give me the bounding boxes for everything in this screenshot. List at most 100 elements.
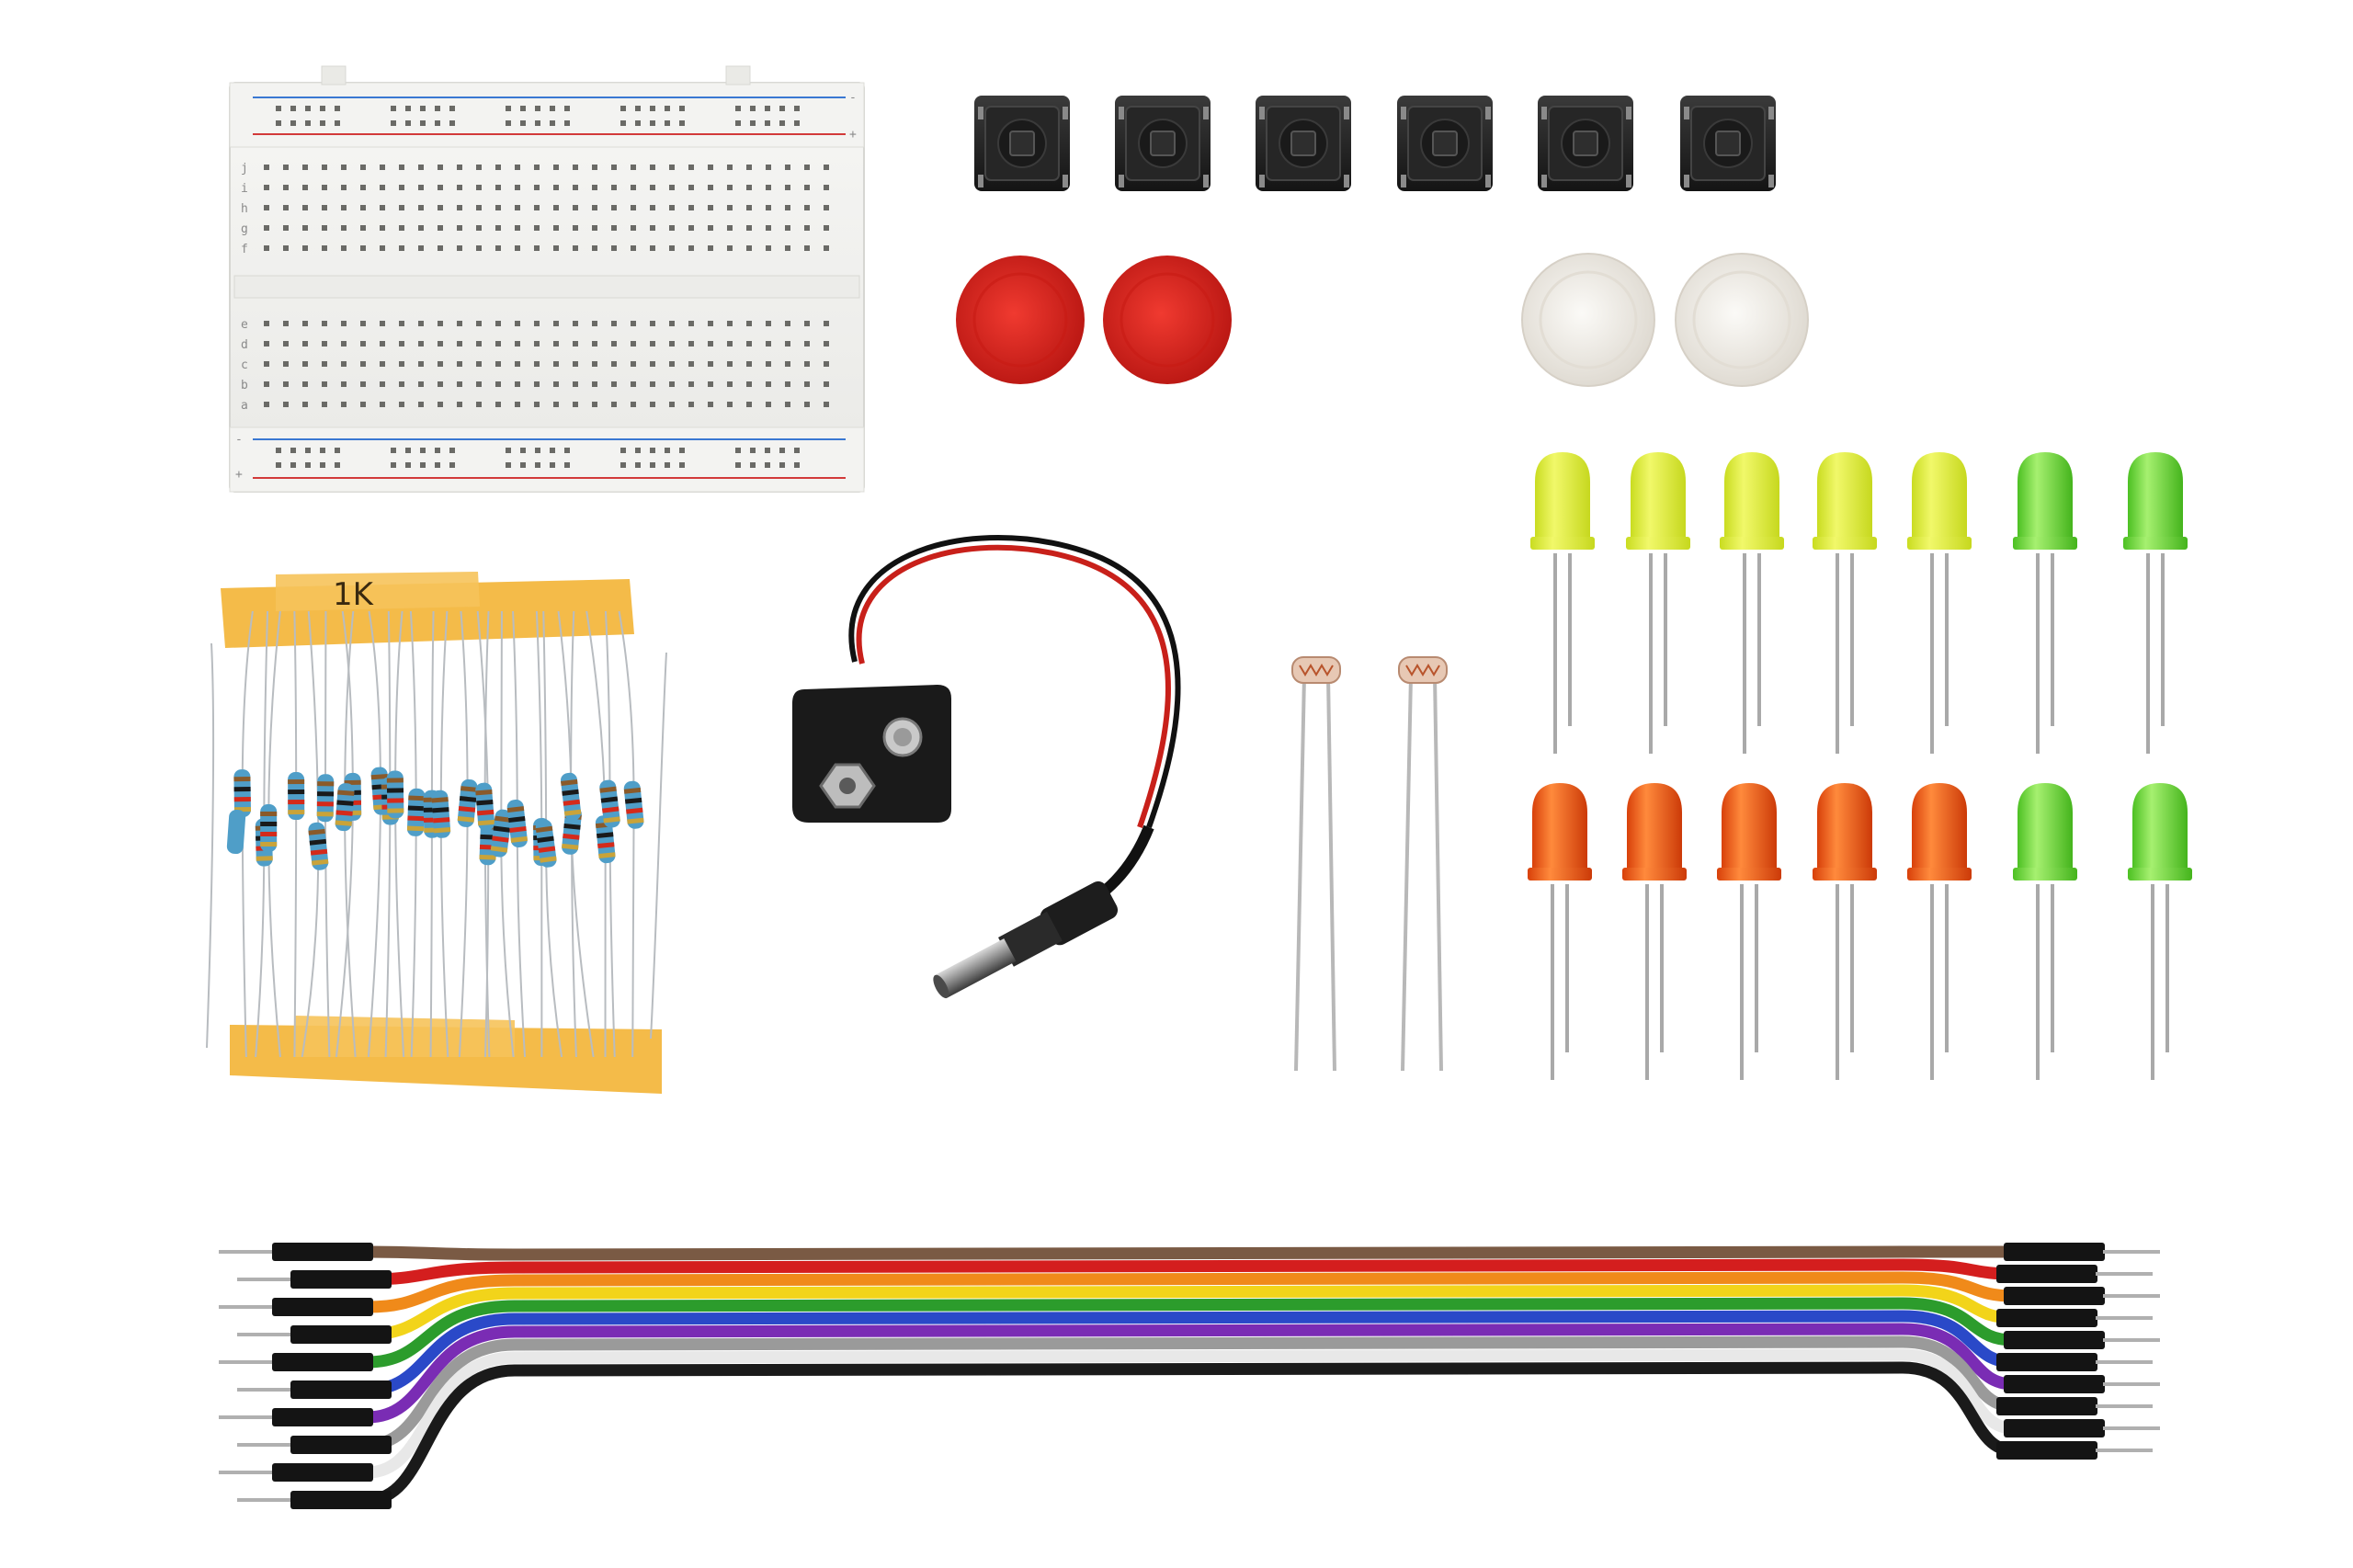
breadboard-hole (515, 381, 520, 387)
breadboard-hole (611, 185, 617, 190)
breadboard-hole (264, 165, 269, 170)
rail-hole (794, 120, 800, 126)
breadboard-hole (804, 245, 810, 251)
breadboard-hole (322, 185, 327, 190)
rail-hole (679, 448, 685, 453)
breadboard-hole (399, 381, 404, 387)
breadboard-hole (688, 205, 694, 210)
breadboard-hole (553, 185, 559, 190)
rail-hole (391, 462, 396, 468)
breadboard-hole (688, 321, 694, 326)
rail-hole (765, 120, 770, 126)
breadboard-hole (631, 225, 636, 231)
breadboard-hole (264, 361, 269, 367)
rail-hole (750, 448, 756, 453)
photoresistor (1291, 656, 1341, 1072)
rail-hole (506, 448, 511, 453)
rail-hole (650, 462, 655, 468)
rail-hole (405, 120, 411, 126)
rail-hole (794, 106, 800, 111)
breadboard-hole (341, 402, 347, 407)
breadboard-hole (631, 185, 636, 190)
rail-hole (635, 462, 641, 468)
breadboard-hole (341, 341, 347, 347)
breadboard-hole (727, 165, 733, 170)
led-grid (1528, 452, 2192, 1080)
breadboard-hole (360, 381, 366, 387)
breadboard-hole (457, 321, 462, 326)
jumper-pin-left (219, 1243, 373, 1261)
breadboard-hole (611, 225, 617, 231)
breadboard-hole (534, 225, 540, 231)
jumper-pin-right (1996, 1309, 2153, 1327)
breadboard-hole (399, 165, 404, 170)
breadboard-hole (592, 361, 597, 367)
breadboard-hole (283, 402, 289, 407)
rail-hole (335, 106, 340, 111)
breadboard-hole (380, 185, 385, 190)
row-letter: h (241, 202, 248, 216)
rail-hole (520, 106, 526, 111)
rail-hole (520, 448, 526, 453)
breadboard-hole (264, 341, 269, 347)
rail-hole (635, 120, 641, 126)
rail-hole (305, 106, 311, 111)
breadboard-hole (495, 245, 501, 251)
jumper-pin-left (237, 1325, 392, 1344)
breadboard-hole (360, 185, 366, 190)
rail-hole (420, 448, 426, 453)
rail-hole (635, 106, 641, 111)
rail-hole (765, 448, 770, 453)
breadboard-hole (669, 341, 675, 347)
breadboard-hole (476, 341, 482, 347)
resistor (490, 809, 512, 858)
breadboard-hole (746, 165, 752, 170)
breadboard-hole (766, 185, 771, 190)
yellow-led (1626, 452, 1690, 754)
rail-hole (420, 106, 426, 111)
rail-hole (620, 120, 626, 126)
rail-hole (735, 462, 741, 468)
tact-switch (1680, 96, 1776, 191)
breadboard-hole (669, 361, 675, 367)
breadboard-hole (631, 361, 636, 367)
breadboard-hole (264, 402, 269, 407)
rail-hole (779, 120, 785, 126)
breadboard-hole (495, 361, 501, 367)
breadboard-hole (611, 245, 617, 251)
rail-hole (320, 120, 325, 126)
breadboard-hole (553, 361, 559, 367)
green-led (2013, 783, 2077, 1080)
tact-switch (1538, 96, 1633, 191)
resistor-lead (650, 652, 667, 1040)
breadboard-hole (360, 341, 366, 347)
rail-hole (305, 120, 311, 126)
breadboard-hole (534, 205, 540, 210)
rail-hole (779, 462, 785, 468)
breadboard-hole (457, 205, 462, 210)
rail-hole (794, 448, 800, 453)
jumper-wire (361, 1348, 2019, 1479)
rail-hole (305, 448, 311, 453)
breadboard-hole (553, 381, 559, 387)
rail-hole (620, 106, 626, 111)
breadboard-hole (824, 225, 829, 231)
jumper-pin-right (1996, 1353, 2153, 1371)
breadboard-hole (708, 245, 713, 251)
breadboard-hole (283, 225, 289, 231)
jumper-pin-left (237, 1491, 392, 1509)
rail-hole (276, 120, 281, 126)
row-letter: j (241, 162, 248, 176)
breadboard-hole (322, 245, 327, 251)
breadboard-hole (669, 205, 675, 210)
breadboard-hole (515, 185, 520, 190)
breadboard-hole (650, 165, 655, 170)
breadboard-hole (688, 341, 694, 347)
breadboard-hole (708, 225, 713, 231)
breadboard-hole (727, 361, 733, 367)
breadboard-hole (650, 402, 655, 407)
breadboard-hole (476, 205, 482, 210)
breadboard-hole (495, 402, 501, 407)
rail-hole (435, 120, 440, 126)
breadboard-hole (804, 361, 810, 367)
